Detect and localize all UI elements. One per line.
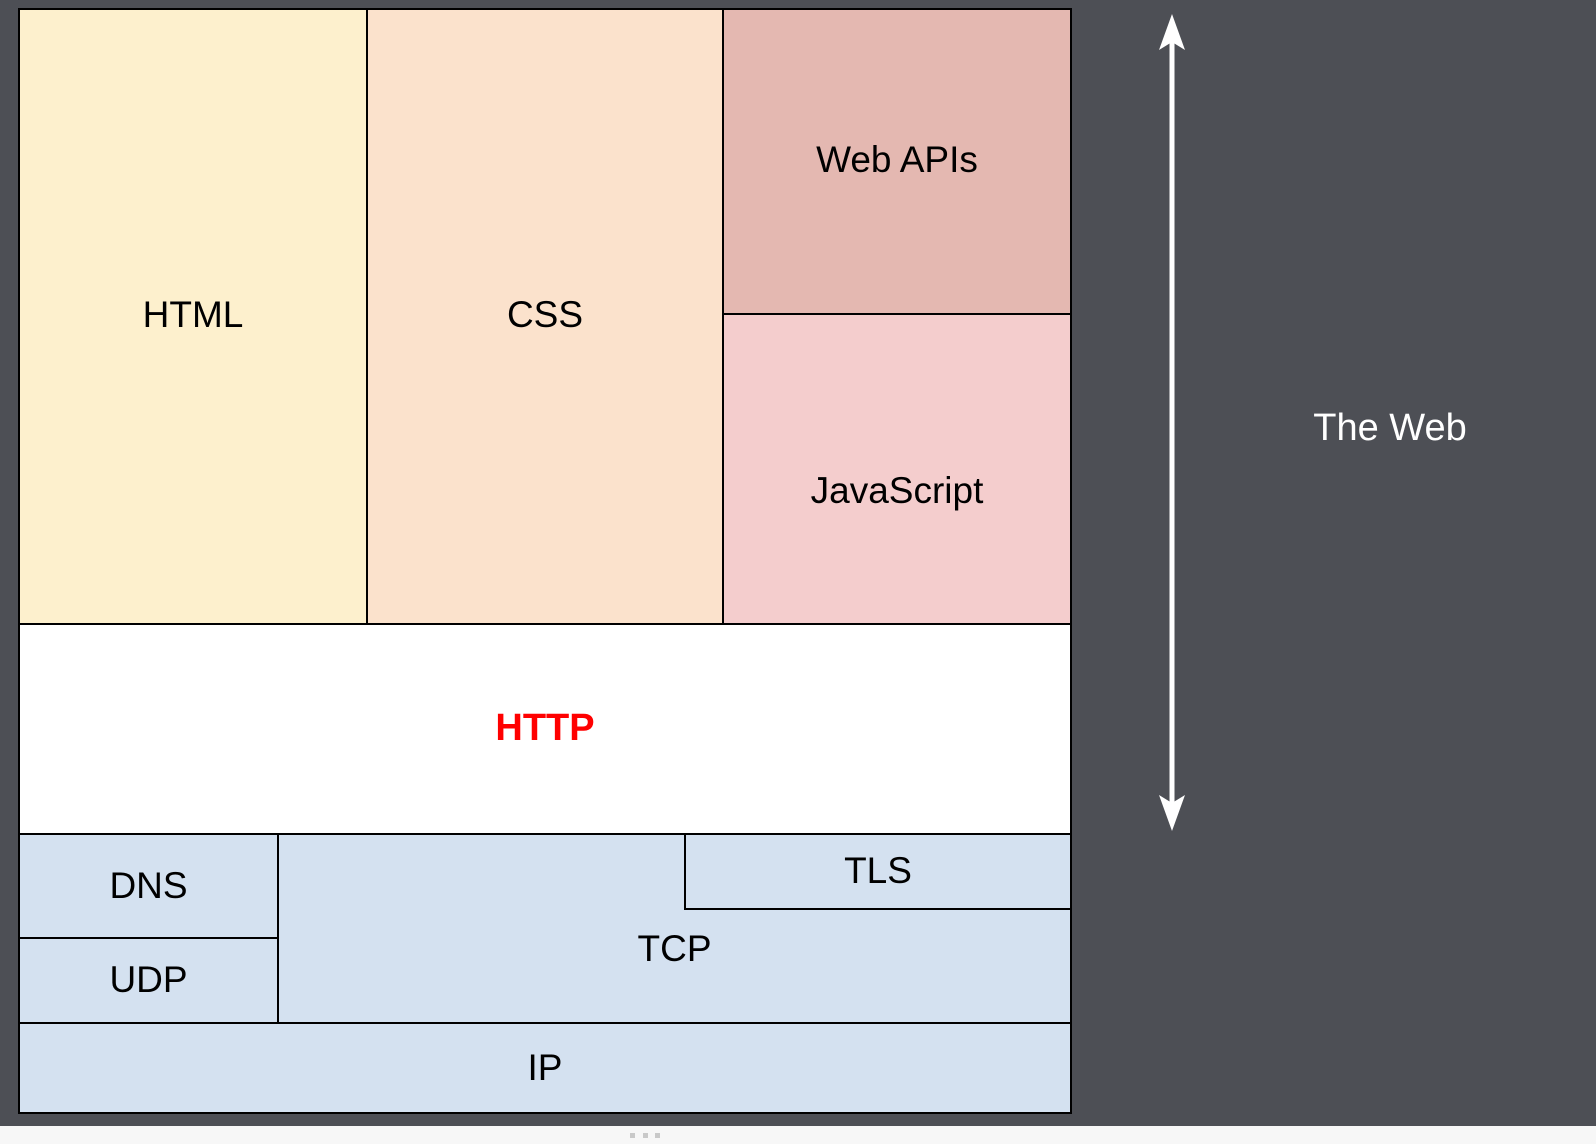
stack-block-tls[interactable]: TLS	[684, 833, 1072, 910]
drag-dots-handle-icon[interactable]	[630, 1133, 660, 1138]
stack-block-javascript-label: JavaScript	[810, 469, 984, 511]
stack-block-web-apis-label: Web APIs	[816, 139, 978, 181]
double-headed-vertical-arrow-icon	[1159, 14, 1185, 831]
stack-block-dns[interactable]: DNS	[18, 833, 279, 939]
stack-block-tls-label: TLS	[844, 850, 912, 892]
stack-block-javascript[interactable]: JavaScript	[722, 313, 1072, 625]
stack-block-http[interactable]: HTTP	[18, 623, 1072, 835]
stack-block-html[interactable]: HTML	[18, 8, 368, 625]
stack-block-tcp-label: TCP	[637, 928, 712, 970]
stack-block-dns-label: DNS	[109, 864, 188, 906]
stack-block-css[interactable]: CSS	[366, 8, 724, 625]
stack-block-http-label: HTTP	[495, 707, 595, 750]
stack-block-ip[interactable]: IP	[18, 1022, 1072, 1114]
stack-block-udp-label: UDP	[109, 959, 188, 1001]
stack-block-css-label: CSS	[506, 294, 584, 336]
the-web-caption: The Web	[1313, 407, 1467, 449]
handle-dot-2	[642, 1133, 648, 1138]
handle-dot-1	[630, 1133, 635, 1138]
stack-block-ip-label: IP	[527, 1046, 563, 1088]
stack-block-web-apis[interactable]: Web APIs	[722, 8, 1072, 315]
handle-dot-3	[655, 1133, 660, 1138]
bottom-strip	[0, 1126, 1596, 1144]
stack-block-html-label: HTML	[142, 294, 244, 336]
stack-block-udp[interactable]: UDP	[18, 937, 279, 1024]
